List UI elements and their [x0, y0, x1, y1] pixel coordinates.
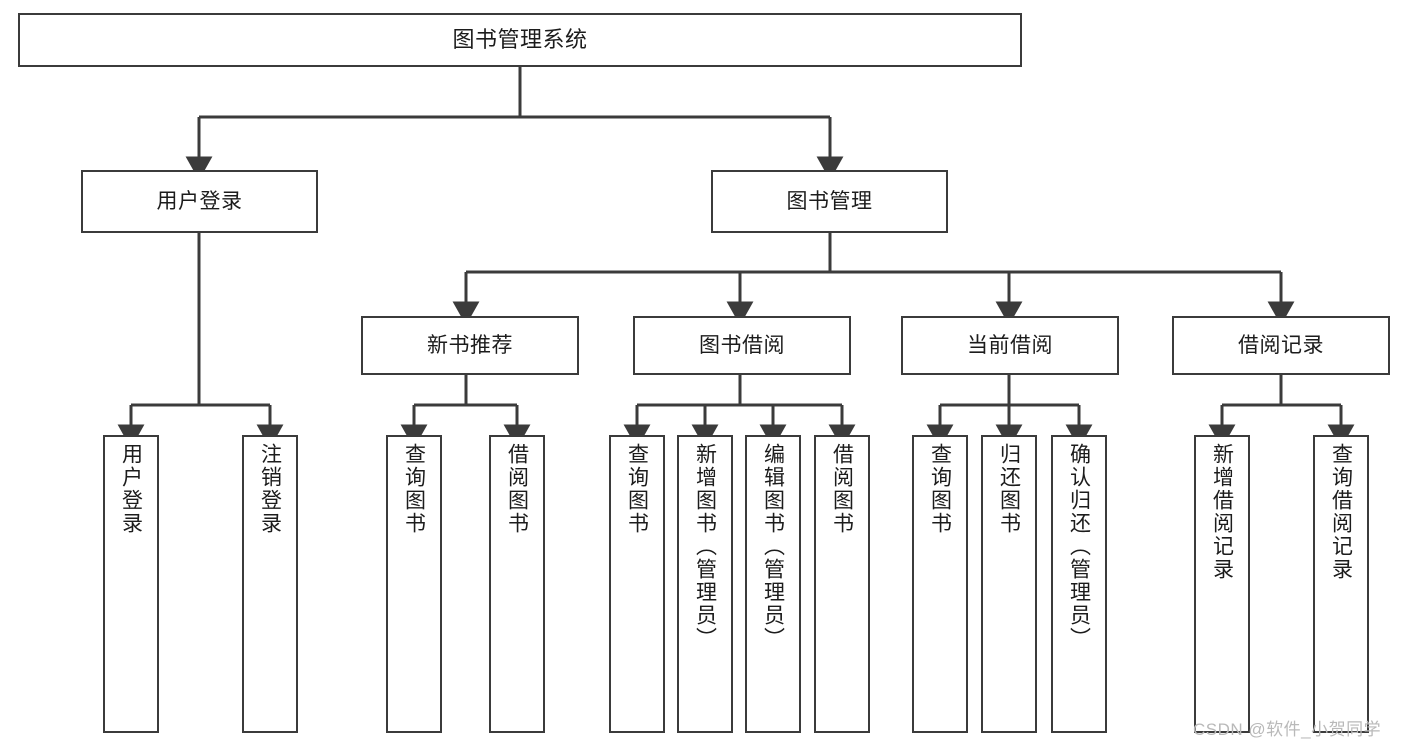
node-borrow-record[interactable]: 借阅记录 — [1172, 316, 1390, 375]
node-leaf-query-book-3-label: 查询图书 — [928, 443, 952, 535]
node-book-borrow[interactable]: 图书借阅 — [633, 316, 851, 375]
node-root-label: 图书管理系统 — [452, 26, 588, 52]
node-leaf-query-book-2[interactable]: 查询图书 — [609, 435, 665, 733]
node-leaf-borrow-book-2[interactable]: 借阅图书 — [814, 435, 870, 733]
node-leaf-user-logout[interactable]: 注销登录 — [242, 435, 298, 733]
node-new-book-recommend-label: 新书推荐 — [427, 333, 513, 357]
node-leaf-query-book-1-label: 查询图书 — [402, 443, 426, 535]
node-leaf-confirm-return[interactable]: 确认归还（管理员） — [1051, 435, 1107, 733]
node-leaf-query-book-1[interactable]: 查询图书 — [386, 435, 442, 733]
node-leaf-return-book[interactable]: 归还图书 — [981, 435, 1037, 733]
node-leaf-borrow-book-1[interactable]: 借阅图书 — [489, 435, 545, 733]
node-leaf-add-record[interactable]: 新增借阅记录 — [1194, 435, 1250, 733]
node-leaf-borrow-book-1-label: 借阅图书 — [505, 443, 529, 535]
node-book-manage-label: 图书管理 — [786, 189, 873, 213]
watermark: CSDN @软件_小贺同学 — [1193, 720, 1382, 739]
node-leaf-edit-book[interactable]: 编辑图书（管理员） — [745, 435, 801, 733]
node-leaf-confirm-return-label: 确认归还（管理员） — [1067, 443, 1091, 650]
node-leaf-return-book-label: 归还图书 — [997, 443, 1021, 535]
node-leaf-edit-book-label: 编辑图书（管理员） — [761, 443, 785, 650]
node-leaf-query-book-2-label: 查询图书 — [625, 443, 649, 535]
node-leaf-add-book-label: 新增图书（管理员） — [693, 443, 717, 650]
node-user-login[interactable]: 用户登录 — [81, 170, 318, 233]
node-book-borrow-label: 图书借阅 — [699, 333, 785, 357]
node-current-borrow-label: 当前借阅 — [967, 333, 1053, 357]
node-leaf-borrow-book-2-label: 借阅图书 — [830, 443, 854, 535]
node-leaf-query-record-label: 查询借阅记录 — [1329, 443, 1353, 581]
node-borrow-record-label: 借阅记录 — [1238, 333, 1324, 357]
node-leaf-user-login-label: 用户登录 — [119, 443, 143, 535]
node-root[interactable]: 图书管理系统 — [18, 13, 1022, 67]
node-book-manage[interactable]: 图书管理 — [711, 170, 948, 233]
node-leaf-query-book-3[interactable]: 查询图书 — [912, 435, 968, 733]
node-current-borrow[interactable]: 当前借阅 — [901, 316, 1119, 375]
node-new-book-recommend[interactable]: 新书推荐 — [361, 316, 579, 375]
node-user-login-label: 用户登录 — [156, 189, 243, 213]
node-leaf-user-login[interactable]: 用户登录 — [103, 435, 159, 733]
node-leaf-add-book[interactable]: 新增图书（管理员） — [677, 435, 733, 733]
node-leaf-user-logout-label: 注销登录 — [258, 443, 282, 535]
node-leaf-query-record[interactable]: 查询借阅记录 — [1313, 435, 1369, 733]
node-leaf-add-record-label: 新增借阅记录 — [1210, 443, 1234, 581]
